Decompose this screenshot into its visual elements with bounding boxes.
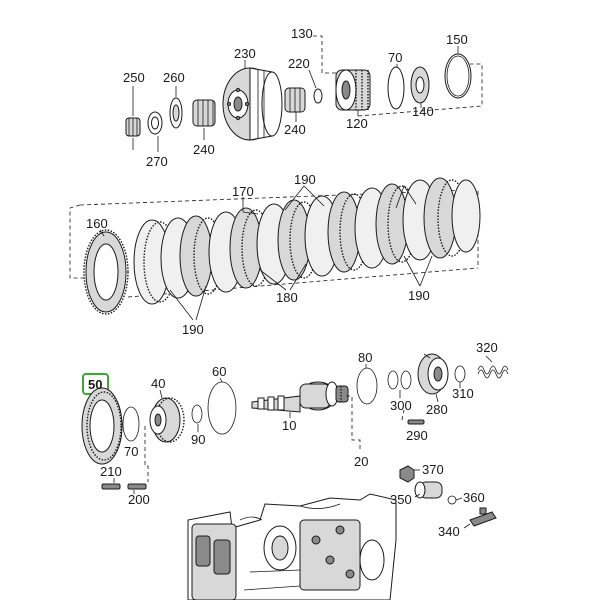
callout-190-bottom-left[interactable]: 190	[182, 322, 204, 337]
callout-230[interactable]: 230	[234, 46, 256, 61]
part-10-input-shaft[interactable]	[251, 381, 349, 413]
callout-90[interactable]: 90	[191, 432, 205, 447]
callout-120[interactable]: 120	[346, 116, 368, 131]
callout-60[interactable]: 60	[212, 364, 226, 379]
transmission-housing[interactable]	[187, 493, 397, 600]
part-360-o-ring[interactable]	[447, 495, 457, 505]
callout-170[interactable]: 170	[232, 184, 254, 199]
callout-70-top[interactable]: 70	[388, 50, 402, 65]
part-150-large-ring[interactable]	[444, 53, 472, 99]
callout-40[interactable]: 40	[151, 376, 165, 391]
callout-190-top[interactable]: 190	[294, 172, 316, 187]
part-320-spring[interactable]	[477, 365, 509, 379]
callout-80[interactable]: 80	[358, 350, 372, 365]
callout-320[interactable]: 320	[476, 340, 498, 355]
part-90-ring[interactable]	[191, 404, 203, 424]
callout-290[interactable]: 290	[406, 428, 428, 443]
part-300-rings[interactable]	[387, 370, 412, 390]
callout-150[interactable]: 150	[446, 32, 468, 47]
part-140-bearing[interactable]	[410, 66, 430, 104]
part-310-ring[interactable]	[454, 365, 466, 383]
clutch-plate-stack[interactable]	[133, 177, 481, 305]
callout-10[interactable]: 10	[282, 418, 296, 433]
part-50-friction-disc[interactable]	[81, 387, 123, 465]
part-160-friction-disc[interactable]	[83, 229, 129, 315]
part-120-gear[interactable]	[335, 69, 371, 111]
callout-270[interactable]: 270	[146, 154, 168, 169]
part-210-pin[interactable]	[101, 483, 121, 490]
part-250-needle-bearing[interactable]	[125, 117, 141, 137]
callout-240-right[interactable]: 240	[284, 122, 306, 137]
callout-310[interactable]: 310	[452, 386, 474, 401]
part-290-pin[interactable]	[407, 419, 425, 425]
callout-180[interactable]: 180	[276, 290, 298, 305]
callout-200[interactable]: 200	[128, 492, 150, 507]
part-70-o-ring-bottom[interactable]	[122, 406, 140, 442]
callout-50[interactable]: 50	[88, 377, 102, 392]
callout-360[interactable]: 360	[463, 490, 485, 505]
callout-130[interactable]: 130	[291, 26, 313, 41]
part-240-roller-bearing-right[interactable]	[284, 87, 306, 113]
part-270-washer[interactable]	[147, 111, 163, 135]
callout-190-bottom-right[interactable]: 190	[408, 288, 430, 303]
callout-240-left[interactable]: 240	[193, 142, 215, 157]
callout-260[interactable]: 260	[163, 70, 185, 85]
callout-220[interactable]: 220	[288, 56, 310, 71]
part-240-roller-bearing-left[interactable]	[192, 99, 216, 127]
callout-210[interactable]: 210	[100, 464, 122, 479]
part-280-piston[interactable]	[417, 353, 449, 395]
callout-20[interactable]: 20	[354, 454, 368, 469]
callout-340[interactable]: 340	[438, 524, 460, 539]
part-370-nut[interactable]	[399, 465, 415, 483]
part-40-gear-hub[interactable]	[149, 397, 185, 443]
part-70-o-ring-top[interactable]	[387, 66, 405, 110]
callout-350[interactable]: 350	[390, 492, 412, 507]
part-220-snap-ring[interactable]	[313, 88, 323, 104]
part-200-pin[interactable]	[127, 483, 147, 490]
part-350-valve-body[interactable]	[414, 481, 443, 499]
part-80-o-ring[interactable]	[356, 367, 378, 405]
part-340-valve-stem[interactable]	[469, 507, 497, 527]
callout-300[interactable]: 300	[390, 398, 412, 413]
part-260-thrust-washer[interactable]	[169, 97, 183, 129]
callout-370[interactable]: 370	[422, 462, 444, 477]
callout-140[interactable]: 140	[412, 104, 434, 119]
callout-250[interactable]: 250	[123, 70, 145, 85]
callout-280[interactable]: 280	[426, 402, 448, 417]
callout-70-bottom[interactable]: 70	[124, 444, 138, 459]
callout-160[interactable]: 160	[86, 216, 108, 231]
part-60-snap-ring[interactable]	[207, 381, 237, 435]
part-230-clutch-drum[interactable]	[222, 67, 283, 141]
